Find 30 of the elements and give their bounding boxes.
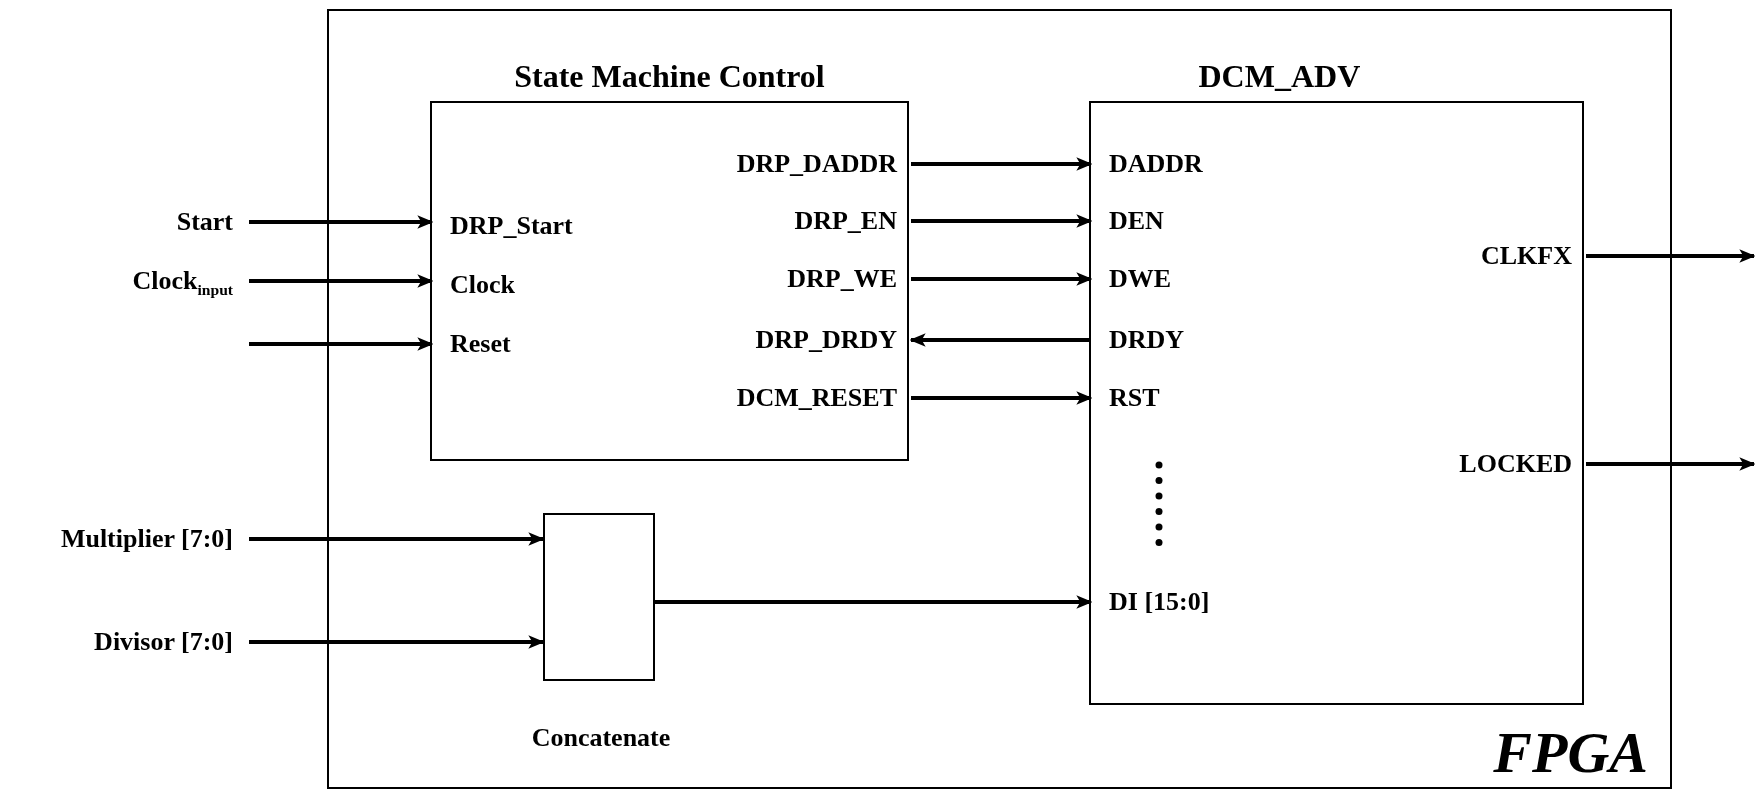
signal-label: Divisor [7:0] [0,624,249,660]
signal-label: Multiplier [7:0] [0,521,249,557]
signal-label: Clock$_{input}$ [0,263,249,299]
pin-label: DEN [1091,203,1291,239]
pin-label: DRP_Start [432,208,632,244]
chip-boundary [327,9,1672,789]
arrow [1586,457,1756,471]
pin-label: DRP_WE [651,261,911,297]
block-title: Concatenate [530,722,672,754]
block-title: State Machine Control [513,57,826,95]
arrow [909,333,1091,347]
pin-label: DRP_EN [651,203,911,239]
pin-label: DRP_DRDY [651,322,911,358]
pin-label: DCM_RESET [651,380,911,416]
pin-label: DADDR [1091,146,1291,182]
block-title: DCM_ADV [1198,57,1361,95]
arrow [249,635,545,649]
pin-label: DWE [1091,261,1291,297]
signal-label: Start [0,204,249,240]
pin-label: CLKFX [1386,238,1586,274]
pin-label: Clock [432,267,632,303]
arrow [249,532,545,546]
pin-label: DI [15:0] [1091,584,1291,620]
pin-label: DRP_DADDR [651,146,911,182]
pin-label: DRDY [1091,322,1291,358]
pin-label: Reset [432,326,632,362]
chip-label: FPGA [1493,721,1648,785]
arrow [1586,249,1756,263]
pin-label: RST [1091,380,1291,416]
pin-label: LOCKED [1386,446,1586,482]
